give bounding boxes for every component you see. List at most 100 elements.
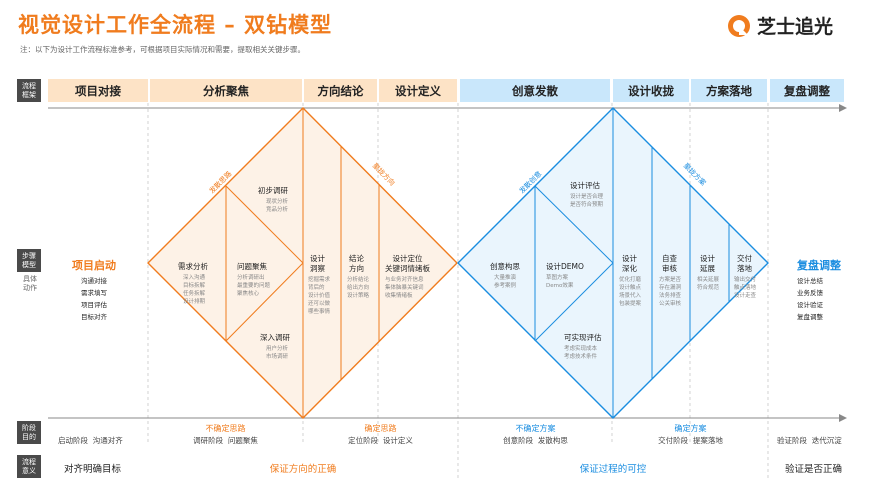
node-pinggu: 设计评估 设计是否合理 是否符合预期 xyxy=(570,180,603,209)
node-kexian: 可实现评估 考虑实现成本 考虑技术条件 xyxy=(564,332,602,361)
node-demo: 设计DEMO 草图方案 Demo效果 xyxy=(546,261,584,290)
stage-goal-left: 启动阶段 沟通对齐 xyxy=(58,436,123,445)
node-jielun-sub: 给出方向 xyxy=(347,285,370,291)
logo-icon xyxy=(728,14,750,37)
node-pinggu-sub: 是否符合预期 xyxy=(570,202,604,208)
node-zicha-sub: 法务排查 xyxy=(659,293,682,299)
page-note: 注：以下为设计工作流程标准参考，可根据项目实际情况和需要，提取相关关键步骤。 xyxy=(20,45,305,54)
node-shenhua-sub: 设计触点 xyxy=(619,285,642,291)
header-design-convergence: 设计收拢 xyxy=(613,79,689,102)
node-kexian-title: 可实现评估 xyxy=(564,333,602,342)
node-chuangyi: 创意构思 大量推演 参考案例 xyxy=(490,261,520,290)
row-label-step-action: 具体 动作 xyxy=(23,275,37,292)
node-jielun-sub: 设计策略 xyxy=(347,293,370,299)
right-block-item: 设计总结 xyxy=(797,277,823,285)
node-shenru-sub: 市场调研 xyxy=(266,354,289,360)
node-chubu-title: 初步调研 xyxy=(258,186,288,195)
stage-goal-d2-converge-title: 确定方案 xyxy=(674,424,707,433)
diamond-2 xyxy=(457,107,769,419)
row-label-step-model: 步骤 模型 xyxy=(17,249,41,272)
node-yanzhan-sub: 符合规范 xyxy=(697,285,720,291)
node-xuqiu-sub: 设计排期 xyxy=(183,299,206,305)
node-chubu: 初步调研 现状分析 竞品分析 xyxy=(258,185,288,214)
node-dingwei-sub: 收集情绪板 xyxy=(385,293,413,299)
node-shenru-title: 深入调研 xyxy=(260,333,290,342)
node-demo-sub: Demo效果 xyxy=(546,283,574,289)
right-block-title: 复盘调整 xyxy=(797,259,841,272)
header-review-adjust: 复盘调整 xyxy=(770,79,844,102)
node-dingwei: 设计定位 关键词情绪板 与业务对齐信息 集体脑暴关键词 收集情绪板 xyxy=(385,254,430,300)
node-wenti: 问题聚焦 分析调研出 最重要的问题 聚焦核心 xyxy=(237,261,270,298)
node-shenhua-sub: 场景代入 xyxy=(619,293,642,299)
node-sheji-sub: 挖掘需求 xyxy=(308,277,331,283)
node-xuqiu-sub: 任务拆解 xyxy=(183,291,206,297)
stage-goal-d2-converge-sub: 交付阶段 提案落地 xyxy=(658,436,723,445)
node-chubu-sub: 现状分析 xyxy=(266,199,289,205)
row-label-process-frame-text: 流程 框架 xyxy=(22,81,36,99)
row-label-stage-goal: 阶段 目的 xyxy=(17,421,41,444)
row-label-stage-goal-text: 阶段 目的 xyxy=(22,423,36,441)
left-block-item: 需求填写 xyxy=(81,289,107,297)
node-xuqiu: 需求分析 深入沟通 目标拆解 任务拆解 设计排期 xyxy=(178,261,208,306)
node-wenti-title: 问题聚焦 xyxy=(237,262,267,271)
right-block-item: 设计验证 xyxy=(797,301,823,309)
stage-goal-d1-converge-title: 确定思路 xyxy=(364,424,397,433)
node-wenti-sub: 聚焦核心 xyxy=(237,291,260,297)
node-dingwei-title: 设计定位 关键词情绪板 xyxy=(385,254,430,273)
node-sheji-sub: 还可以做 xyxy=(308,301,331,307)
header-direction-conclusion: 方向结论 xyxy=(304,79,377,102)
left-block-item: 沟通对接 xyxy=(81,277,107,285)
node-wenti-sub: 分析调研出 xyxy=(237,275,265,281)
node-shenru-sub: 用户分析 xyxy=(266,346,289,352)
stage-goal-right: 验证阶段 迭代沉淀 xyxy=(777,436,842,445)
header-project-docking: 项目对接 xyxy=(48,79,148,102)
left-block-items: 沟通对接 需求填写 项目评估 目标对齐 xyxy=(81,275,107,323)
logo-text: 芝士追光 xyxy=(757,16,834,38)
node-yanzhan-title: 设计 延展 xyxy=(700,254,715,273)
header-solution-landing: 方案落地 xyxy=(691,79,767,102)
node-sheji-sub: 哪些事情 xyxy=(308,309,331,315)
node-xuqiu-title: 需求分析 xyxy=(178,262,208,271)
left-block-title: 项目启动 xyxy=(72,259,116,272)
node-jielun-title: 结论 方向 xyxy=(349,254,364,273)
node-sheji-sub: 背后的 xyxy=(308,285,325,291)
node-jiaofu-sub: 触点落地 xyxy=(734,285,757,291)
node-jiaofu-sub: 输出交付 xyxy=(734,277,757,283)
node-zicha: 自查 审核 方案是否 存在漏洞 法务排查 公关审核 xyxy=(659,254,682,308)
node-jielun-sub: 分析结论 xyxy=(347,277,370,283)
right-block-item: 业务反馈 xyxy=(797,289,823,297)
node-pinggu-sub: 设计是否合理 xyxy=(570,194,604,200)
row-label-process-frame: 流程 框架 xyxy=(17,79,41,102)
node-shenhua-title: 设计 深化 xyxy=(622,254,637,273)
right-block-items: 设计总结 业务反馈 设计验证 复盘调整 xyxy=(797,275,823,323)
node-sheji: 设计 洞察 挖掘需求 背后的 设计价值 还可以做 哪些事情 xyxy=(308,254,336,316)
stage-goal-d1-diverge-sub: 调研阶段 问题聚焦 xyxy=(193,436,258,445)
node-shenru: 深入调研 用户分析 市场调研 xyxy=(260,332,290,361)
left-block-item: 项目评估 xyxy=(81,301,107,309)
node-jiaofu-title: 交付 落地 xyxy=(737,254,752,273)
node-shenhua-sub: 优化打磨 xyxy=(619,277,642,283)
node-zicha-sub: 存在漏洞 xyxy=(659,285,682,291)
row-label-process-meaning-text: 流程 意义 xyxy=(22,457,36,475)
node-wenti-sub: 最重要的问题 xyxy=(237,283,271,289)
node-zicha-sub: 公关审核 xyxy=(659,301,682,307)
node-xuqiu-sub: 深入沟通 xyxy=(183,275,206,281)
node-shenhua: 设计 深化 优化打磨 设计触点 场景代入 包装提案 xyxy=(619,254,642,308)
node-pinggu-title: 设计评估 xyxy=(570,181,600,190)
header-analysis-focus: 分析聚焦 xyxy=(150,79,302,102)
node-chuangyi-title: 创意构思 xyxy=(490,262,520,271)
node-dingwei-sub: 与业务对齐信息 xyxy=(385,277,424,283)
node-shenhua-sub: 包装提案 xyxy=(619,301,642,307)
node-sheji-sub: 设计价值 xyxy=(308,293,331,299)
stage-goal-d1-diverge-title: 不确定思路 xyxy=(205,424,246,433)
node-kexian-sub: 考虑实现成本 xyxy=(564,346,598,352)
row-label-step-model-text: 步骤 模型 xyxy=(22,251,36,269)
node-jiaofu: 交付 落地 输出交付 触点落地 设计走查 xyxy=(734,254,757,300)
header-design-definition: 设计定义 xyxy=(379,79,457,102)
node-chubu-sub: 竞品分析 xyxy=(266,207,289,213)
stage-goal-d2-diverge-title: 不确定方案 xyxy=(515,424,556,433)
node-xuqiu-sub: 目标拆解 xyxy=(183,283,206,289)
node-demo-sub: 草图方案 xyxy=(546,275,569,281)
node-chuangyi-sub: 大量推演 xyxy=(494,275,517,281)
